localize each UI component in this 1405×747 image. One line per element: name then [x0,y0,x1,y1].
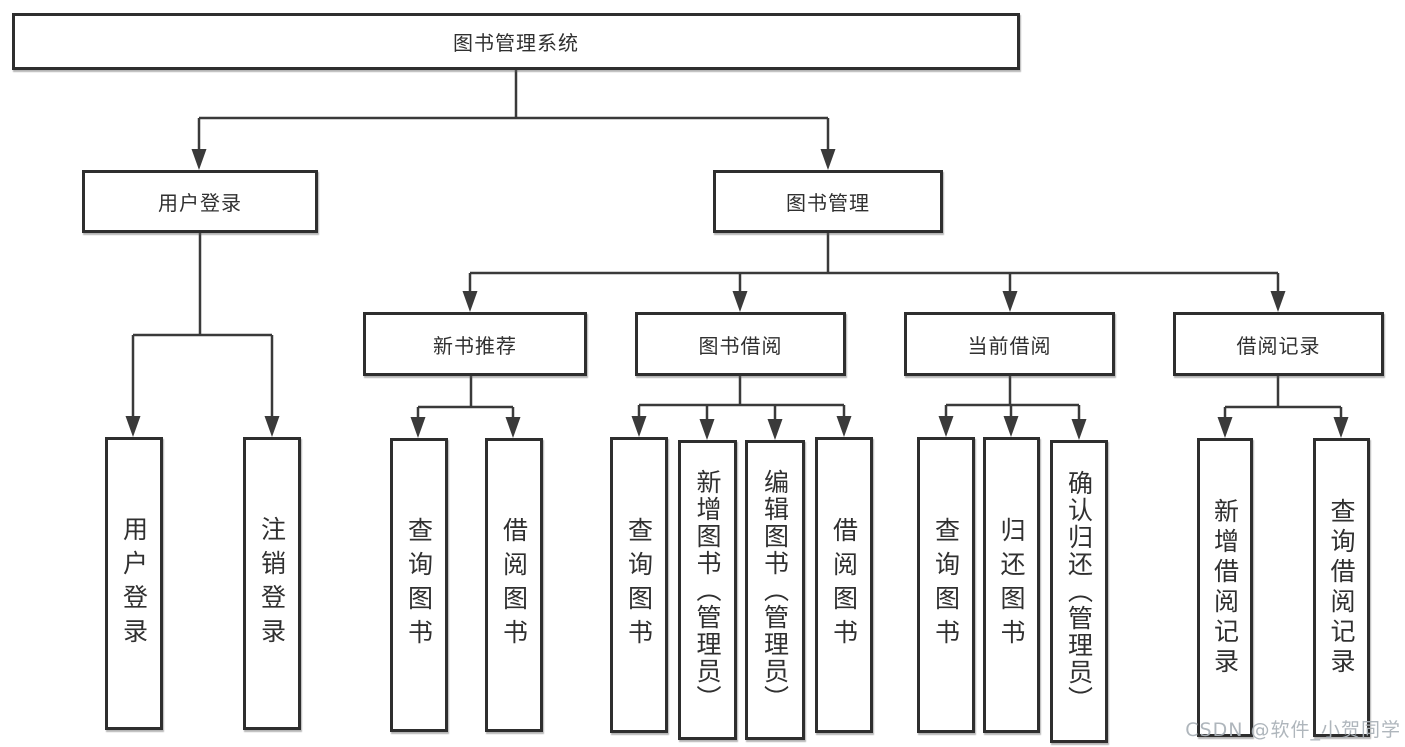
leaf-record-add-borrow-record: 新增借阅记录 [1197,438,1253,737]
leaf-current-return-books: 归还图书 [983,437,1040,733]
node-current-borrow: 当前借阅 [904,312,1115,376]
leaf-current-query-books: 查询图书 [917,437,975,733]
leaf-user-login: 用户登录 [105,437,163,730]
leaf-borrow-edit-books-admin: 编辑图书（管理员） [745,440,805,740]
csdn-watermark: CSDN @软件_小贺同学 [1185,719,1401,741]
leaf-newbook-borrow-books: 借阅图书 [485,438,543,732]
leaf-borrow-query-books: 查询图书 [610,437,668,733]
leaf-current-confirm-return-admin: 确认归还（管理员） [1050,440,1108,743]
node-book-management: 图书管理 [713,170,943,233]
node-borrow-record: 借阅记录 [1173,312,1384,376]
leaf-record-query-borrow-record: 查询借阅记录 [1313,438,1370,737]
leaf-newbook-query-books: 查询图书 [390,438,448,732]
leaf-borrow-add-books-admin: 新增图书（管理员） [678,440,737,740]
node-book-borrow: 图书借阅 [635,312,846,376]
node-root: 图书管理系统 [12,13,1020,70]
node-user-login: 用户登录 [82,170,318,233]
arrowheads [125,149,1349,440]
leaf-borrow-borrow-books: 借阅图书 [815,437,873,733]
leaf-logout-login: 注销登录 [243,437,301,730]
node-new-book-recommend: 新书推荐 [363,312,587,376]
